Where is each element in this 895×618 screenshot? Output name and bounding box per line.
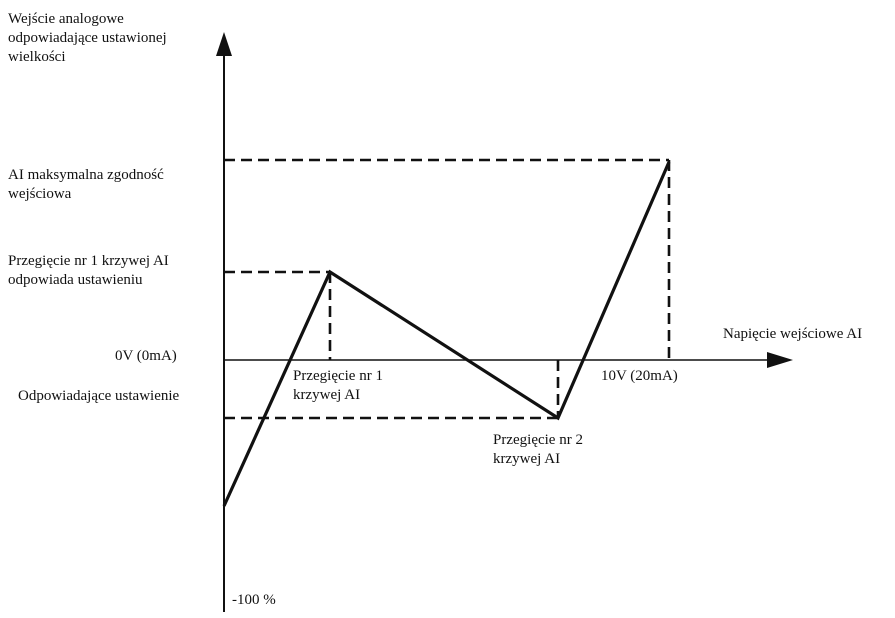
y-axis-title-line-2: odpowiadające ustawionej bbox=[8, 30, 167, 46]
point1-label-line-1: Przegięcie nr 1 bbox=[293, 368, 383, 384]
y-axis-title: Wejście analogowe odpowiadające ustawion… bbox=[8, 10, 167, 67]
point2-label-line-2: krzywej AI bbox=[493, 451, 561, 467]
ai-max-label-line-2: wejściowa bbox=[8, 186, 72, 202]
y-axis-arrowhead bbox=[216, 32, 232, 56]
point1-label: Przegięcie nr 1 krzywej AI bbox=[293, 367, 383, 405]
ai-max-label: AI maksymalna zgodność wejściowa bbox=[8, 166, 164, 204]
x-axis-title: Napięcie wejściowe AI bbox=[723, 326, 863, 342]
min-y-label: -100 % bbox=[232, 592, 276, 608]
x-axis-arrowhead bbox=[767, 352, 793, 368]
point1-setting-label: Przegięcie nr 1 krzywej AI odpowiada ust… bbox=[8, 252, 169, 290]
y-axis-title-line-1: Wejście analogowe bbox=[8, 11, 124, 27]
max-x-label: 10V (20mA) bbox=[601, 368, 678, 384]
guide-lines bbox=[224, 158, 671, 420]
point2-label-line-1: Przegięcie nr 2 bbox=[493, 432, 583, 448]
point2-setting-label: Odpowiadające ustawienie bbox=[18, 388, 180, 404]
zero-label: 0V (0mA) bbox=[115, 348, 177, 364]
point2-label: Przegięcie nr 2 krzywej AI bbox=[493, 431, 583, 469]
y-axis-title-line-3: wielkości bbox=[8, 49, 66, 65]
point1-setting-label-line-1: Przegięcie nr 1 krzywej AI bbox=[8, 253, 169, 269]
ai-max-label-line-1: AI maksymalna zgodność bbox=[8, 167, 164, 183]
point1-setting-label-line-2: odpowiada ustawieniu bbox=[8, 272, 143, 288]
ai-curve bbox=[222, 161, 671, 507]
point1-label-line-2: krzywej AI bbox=[293, 387, 361, 403]
